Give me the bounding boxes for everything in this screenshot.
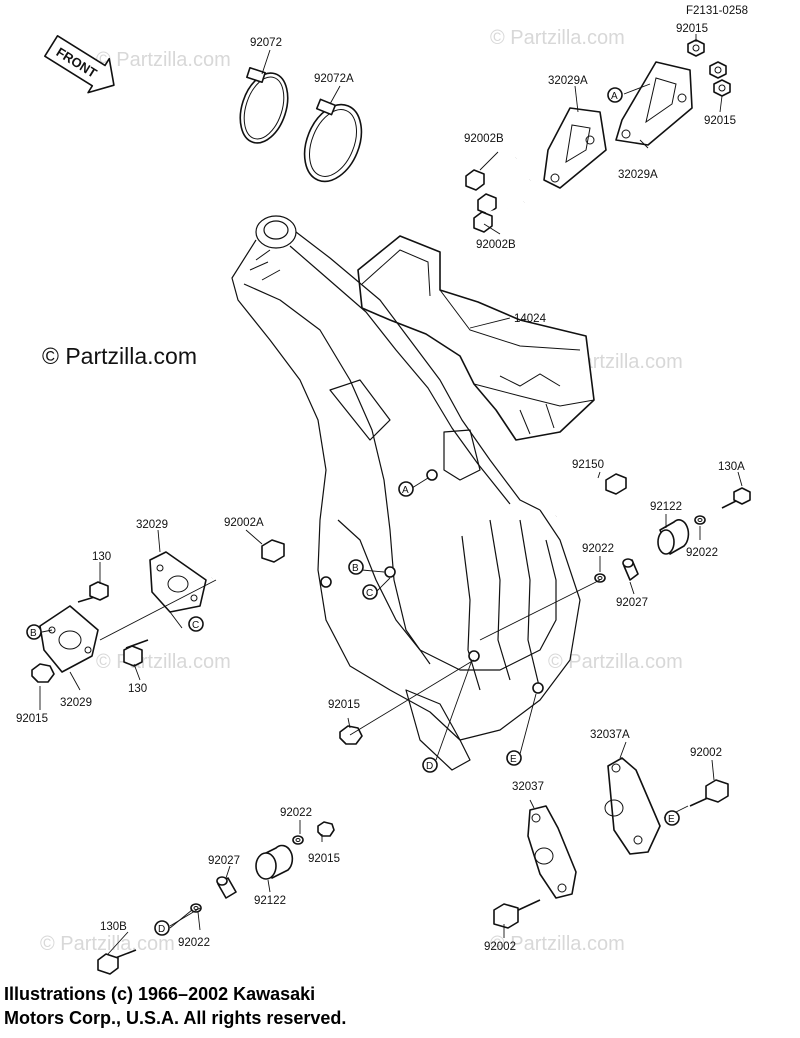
figure-code: F2131-0258 xyxy=(686,5,748,17)
part-label: 92015 xyxy=(704,115,736,127)
part-label: 130 xyxy=(92,551,111,563)
part-label: 32029 xyxy=(60,697,92,709)
part-label: 32029 xyxy=(136,519,168,531)
plate-32037-icon xyxy=(527,805,577,899)
ref-marker-e: E xyxy=(510,754,517,765)
ref-marker-a: A xyxy=(611,91,618,102)
motorcycle-frame-icon xyxy=(231,215,581,771)
sleeve-icon xyxy=(594,558,639,583)
bracket-32029-icon xyxy=(39,551,207,673)
part-label: 130B xyxy=(100,921,127,933)
part-labels: 92072 92072A 92015 32029A 92015 92002B 3… xyxy=(16,23,745,953)
part-label: 32037A xyxy=(590,729,630,741)
ref-marker-a: A xyxy=(402,485,409,496)
part-label: 130 xyxy=(128,683,147,695)
part-label: 92002B xyxy=(476,239,516,251)
collar-icon xyxy=(657,515,706,555)
part-label: 92072A xyxy=(314,73,354,85)
bolt-92002-icon xyxy=(689,779,729,807)
bolt-130B-icon xyxy=(97,949,137,975)
leader-lines xyxy=(39,34,743,955)
part-label: 92022 xyxy=(280,807,312,819)
part-label: 92122 xyxy=(254,895,286,907)
bolt-130-icon xyxy=(77,581,149,667)
nut-icon xyxy=(31,663,363,837)
ref-marker-d: D xyxy=(426,761,433,772)
clamp-92072-icon xyxy=(239,66,289,144)
bolt-icon xyxy=(465,156,531,233)
part-label: 92015 xyxy=(328,699,360,711)
part-label: 92002A xyxy=(224,517,264,529)
watermark-main: © Partzilla.com xyxy=(42,343,197,369)
part-label: 92072 xyxy=(250,37,282,49)
bolt-92150-icon xyxy=(555,473,627,518)
part-label: 32029A xyxy=(618,169,658,181)
nut-icon xyxy=(687,39,731,97)
ref-marker-b: B xyxy=(30,628,37,639)
ref-marker-d: D xyxy=(158,924,165,935)
part-label: 92022 xyxy=(686,547,718,559)
ref-marker-b: B xyxy=(352,563,359,574)
part-label: 92022 xyxy=(178,937,210,949)
sleeve-icon xyxy=(216,876,237,899)
cover-14024-icon xyxy=(357,235,595,441)
collar-icon xyxy=(255,844,294,880)
ref-marker-c: C xyxy=(366,588,373,599)
copyright-line-2: Motors Corp., U.S.A. All rights reserved… xyxy=(4,1008,347,1028)
part-label: 92002 xyxy=(690,747,722,759)
bolt-92002-icon xyxy=(493,899,541,929)
part-label: 92150 xyxy=(572,459,604,471)
bracket-32029A-icon xyxy=(543,61,693,189)
ref-markers: A A B B C C D D E E xyxy=(26,87,680,936)
part-label: 92027 xyxy=(616,597,648,609)
part-label: 92122 xyxy=(650,501,682,513)
bolt-92002A-icon xyxy=(211,539,285,580)
watermark: © Partzilla.com xyxy=(490,933,625,955)
ref-marker-e: E xyxy=(668,814,675,825)
watermark: © Partzilla.com xyxy=(96,49,231,71)
part-label: 92027 xyxy=(208,855,240,867)
part-label: 92002 xyxy=(484,941,516,953)
watermark: © Partzilla.com xyxy=(96,651,231,673)
part-label: 14024 xyxy=(514,313,547,325)
part-label: 92002B xyxy=(464,133,504,145)
copyright-notice: Illustrations (c) 1966–2002 Kawasaki Mot… xyxy=(4,982,346,1030)
watermark: © Partzilla.com xyxy=(490,27,625,49)
copyright-line-1: Illustrations (c) 1966–2002 Kawasaki xyxy=(4,984,316,1004)
part-label: 32029A xyxy=(548,75,588,87)
part-label: 92015 xyxy=(16,713,48,725)
part-label: 92022 xyxy=(582,543,614,555)
bolt-130A-icon xyxy=(721,487,751,509)
part-label: 92015 xyxy=(676,23,708,35)
washer-icon xyxy=(190,835,304,913)
part-label: 32037 xyxy=(512,781,544,793)
watermark: © Partzilla.com xyxy=(40,933,175,955)
part-label: 92015 xyxy=(308,853,340,865)
plate-32037A-icon xyxy=(604,757,661,855)
watermark: © Partzilla.com xyxy=(548,651,683,673)
part-label: 130A xyxy=(718,461,745,473)
ref-marker-c: C xyxy=(192,620,199,631)
clamp-92072A-icon xyxy=(303,98,363,183)
